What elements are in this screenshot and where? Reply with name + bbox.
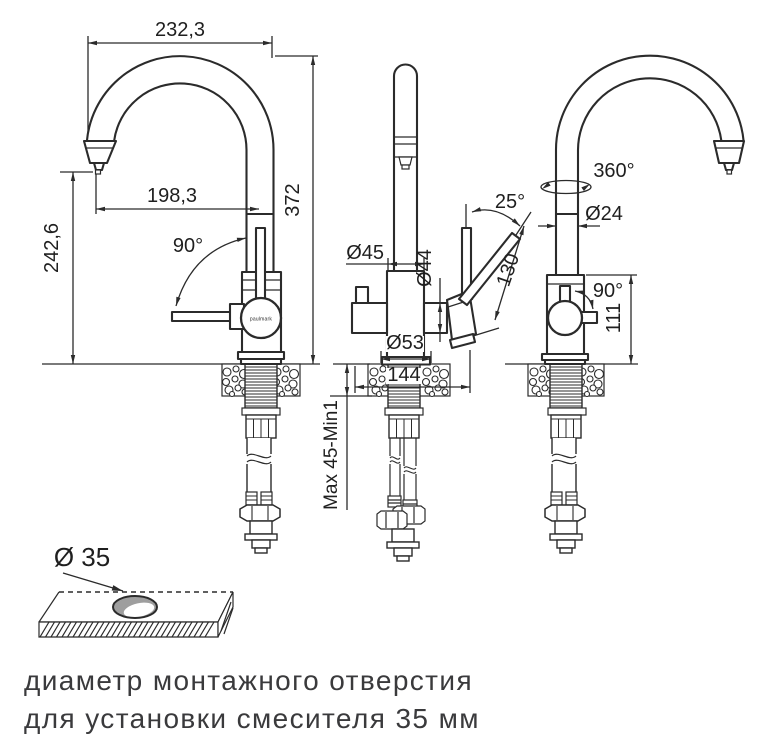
dim-top-width-label: 232,3 bbox=[155, 19, 205, 41]
dim-body-diameter-label: Ø45 bbox=[346, 242, 384, 264]
faucet-back-view bbox=[540, 54, 746, 366]
dim-body-height-label: 111 bbox=[603, 303, 625, 333]
dimension-labels: 232,3 372 198,3 242,6 90° Ø45 Ø44 25° 13… bbox=[41, 19, 635, 510]
center-under-counter-hardware bbox=[376, 363, 426, 562]
dim-base-diameter-label: Ø53 bbox=[386, 332, 424, 354]
caption: диаметр монтажного отверстия для установ… bbox=[24, 662, 564, 738]
dim-handle-angle-left-label: 90° bbox=[173, 235, 203, 257]
faucet-front-view bbox=[350, 63, 522, 366]
front-view-filtered-water-spout bbox=[350, 301, 389, 335]
caption-line-2: для установки смесителя 35 мм bbox=[24, 703, 480, 734]
right-under-counter-hardware bbox=[544, 363, 587, 554]
dim-handle-angle-right-label: 90° bbox=[593, 280, 623, 302]
dimension-annotations bbox=[60, 36, 637, 510]
front-view-handle-tilted-position bbox=[457, 231, 522, 307]
caption-line-1: диаметр монтажного отверстия bbox=[24, 665, 474, 696]
faucet-side-view: paulmark bbox=[82, 55, 286, 366]
dim-swivel-angle-label: 360° bbox=[593, 160, 634, 182]
mounting-hole-diameter-label: Ø 35 bbox=[54, 542, 110, 572]
brand-logo-text: paulmark bbox=[250, 317, 272, 323]
dim-handle-tilt-label: 25° bbox=[495, 191, 525, 213]
dim-spout-reach-label: 198,3 bbox=[147, 185, 197, 207]
brand-logo-medallion bbox=[239, 296, 283, 340]
dim-spout-height-label: 242,6 bbox=[41, 223, 63, 273]
back-view-handle-knob bbox=[579, 310, 599, 325]
mounting-hole-illustration: Ø 35 bbox=[38, 542, 234, 638]
dim-spout-tube-diameter-label: Ø24 bbox=[585, 203, 623, 225]
dim-cartridge-diameter-label: Ø44 bbox=[414, 249, 436, 287]
left-under-counter-hardware bbox=[239, 363, 281, 554]
dim-total-height-label: 372 bbox=[282, 183, 304, 216]
dim-deck-thickness-label: Max 45-Min1 bbox=[321, 400, 342, 510]
dim-clearance-width-label: 144 bbox=[387, 364, 420, 386]
side-view-handle-lever bbox=[170, 310, 234, 323]
